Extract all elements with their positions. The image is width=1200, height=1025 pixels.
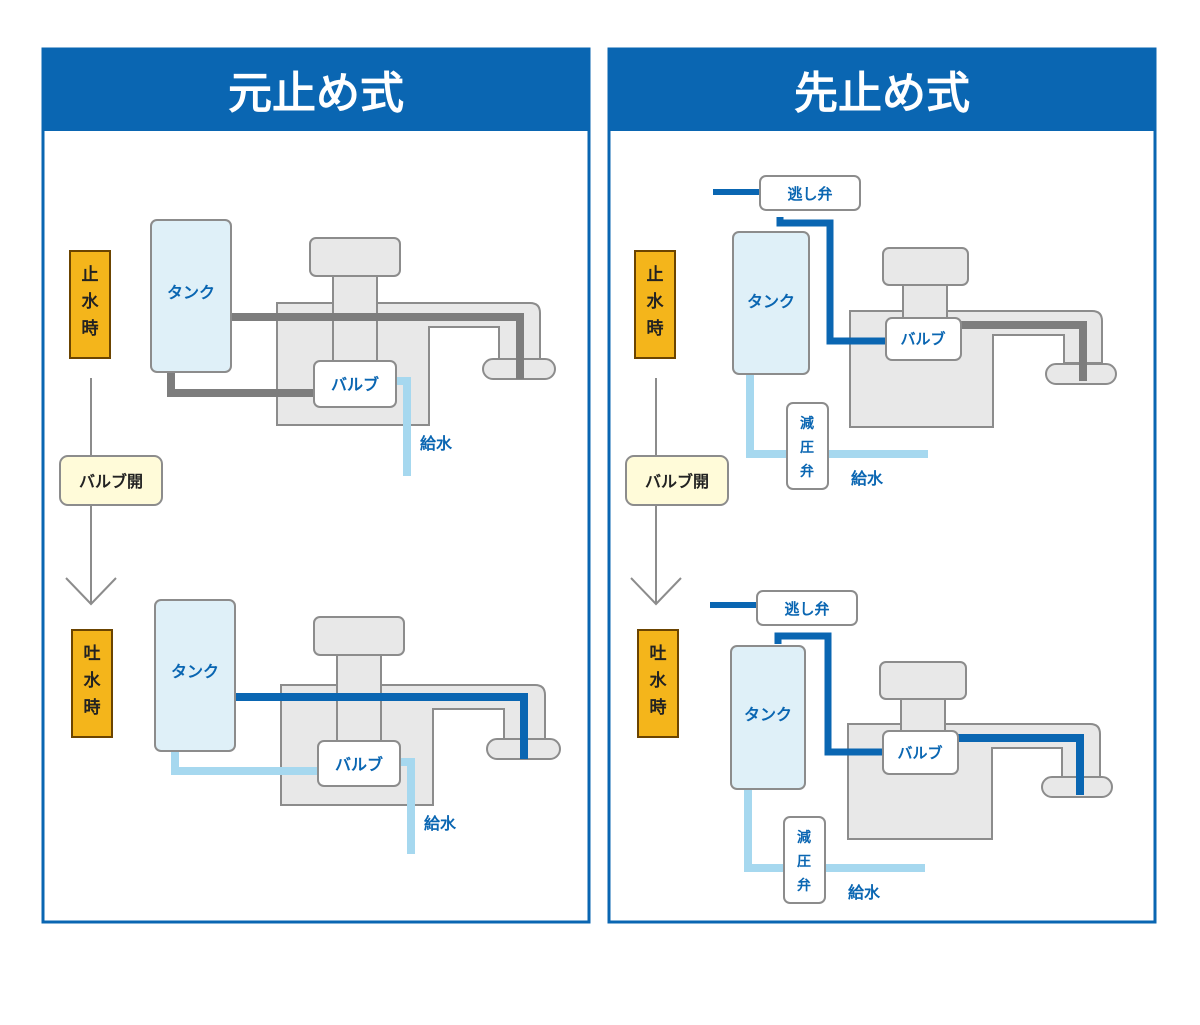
right-top-tank-label: タンク	[747, 292, 795, 311]
right-bottom-diagram: バルブ 逃し弁 タンク 減 圧 弁 給水	[710, 590, 1113, 904]
left-top-hot-pipe	[230, 313, 524, 379]
right-top-hot-pipe	[776, 217, 886, 345]
left-top-return-pipe	[167, 373, 314, 397]
right-bottom-pressure-reducer	[783, 816, 826, 904]
right-bottom-valve-label: バルブ	[897, 744, 942, 762]
right-flow-arrow-head	[630, 577, 682, 606]
right-bottom-tank-label: タンク	[744, 705, 792, 724]
right-bottom-hot-pipe	[774, 632, 883, 756]
left-action-box	[59, 455, 163, 506]
left-bottom-tank	[154, 599, 236, 752]
right-state-flow-char-1: 吐	[650, 644, 667, 664]
left-state-flow-badge	[71, 629, 113, 738]
right-state-stop-char-2: 水	[647, 291, 665, 312]
right-state-stop-char-3: 時	[647, 318, 664, 339]
right-state-flow-badge	[637, 629, 679, 738]
left-state-stop-char-3: 時	[82, 318, 99, 339]
left-top-handle	[309, 237, 401, 277]
left-state-flow-char-1: 吐	[84, 644, 101, 664]
right-state-flow-char-3: 時	[650, 697, 667, 718]
right-bottom-relief-valve	[756, 590, 858, 626]
right-panel-title: 先止め式	[794, 68, 970, 119]
right-top-diagram: バルブ 逃し弁 タンク 減 圧 弁 給水	[713, 175, 1117, 490]
right-bottom-reducer-char-2: 圧	[797, 854, 811, 870]
right-bottom-reducer-char-1: 減	[797, 829, 811, 846]
right-bottom-supply-label: 給水	[848, 883, 881, 902]
left-top-supply-label: 給水	[420, 434, 453, 453]
left-action-label: バルブ開	[79, 472, 143, 491]
right-top-outlet-pipe	[960, 321, 1087, 381]
right-top-handle	[882, 247, 969, 286]
left-bottom-hot-pipe	[234, 693, 528, 759]
left-bottom-supply-label: 給水	[424, 814, 457, 833]
right-state-stop-char-1: 止	[647, 264, 664, 285]
right-top-reducer-char-2: 圧	[800, 440, 814, 456]
left-bottom-valve-label: バルブ	[335, 755, 383, 774]
left-top-diagram: バルブ タンク 給水	[150, 219, 556, 476]
right-top-supply-pipe	[746, 374, 928, 458]
right-top-relief-valve	[759, 175, 861, 211]
right-state-flow-char-2: 水	[650, 670, 668, 691]
left-panel: 元止め式 止 水 時 バルブ開 吐 水 時	[41, 47, 591, 924]
right-action-label: バルブ開	[645, 472, 709, 491]
left-panel-title: 元止め式	[228, 68, 404, 119]
right-top-stem	[902, 284, 948, 319]
right-panel-header	[609, 49, 1155, 131]
left-bottom-supply-pipe	[400, 758, 415, 854]
left-state-stop-char-2: 水	[82, 291, 100, 312]
right-bottom-supply-pipe	[744, 789, 925, 872]
right-bottom-outlet-pipe	[958, 734, 1084, 795]
left-top-valve-label: バルブ	[331, 375, 379, 394]
right-bottom-tank	[730, 645, 806, 790]
right-action-box	[625, 455, 729, 506]
left-state-stop-badge	[69, 250, 111, 359]
right-top-pressure-reducer	[786, 402, 829, 490]
right-state-stop-badge	[634, 250, 676, 359]
right-top-reducer-char-1: 減	[800, 415, 814, 432]
right-bottom-reducer-char-3: 弁	[797, 877, 811, 894]
right-top-reducer-char-3: 弁	[800, 463, 814, 480]
left-top-valve	[313, 360, 397, 408]
left-state-flow-char-3: 時	[84, 697, 101, 718]
right-bottom-relief-label: 逃し弁	[784, 600, 829, 618]
left-bottom-handle	[313, 616, 405, 656]
left-state-flow-char-2: 水	[84, 670, 102, 691]
right-top-supply-label: 給水	[851, 469, 884, 488]
left-top-tank	[150, 219, 232, 373]
left-panel-header	[43, 49, 589, 131]
right-bottom-valve	[882, 730, 959, 775]
right-bottom-handle	[879, 661, 967, 700]
right-panel: 先止め式 止 水 時 バルブ開 吐 水 時 バ	[607, 47, 1157, 924]
right-bottom-stem	[900, 698, 946, 733]
left-flow-arrow-head	[65, 577, 117, 606]
right-top-valve-label: バルブ	[900, 330, 945, 348]
right-top-valve	[885, 317, 962, 361]
left-bottom-valve	[317, 740, 401, 787]
left-state-stop-char-1: 止	[82, 264, 99, 285]
right-top-relief-label: 逃し弁	[787, 185, 832, 203]
left-top-supply-pipe	[396, 377, 411, 476]
left-bottom-tank-label: タンク	[171, 662, 219, 681]
left-bottom-diagram: バルブ タンク 給水	[154, 599, 561, 854]
left-bottom-return-pipe	[171, 751, 318, 775]
right-top-tank	[732, 231, 810, 375]
left-top-tank-label: タンク	[167, 283, 215, 302]
